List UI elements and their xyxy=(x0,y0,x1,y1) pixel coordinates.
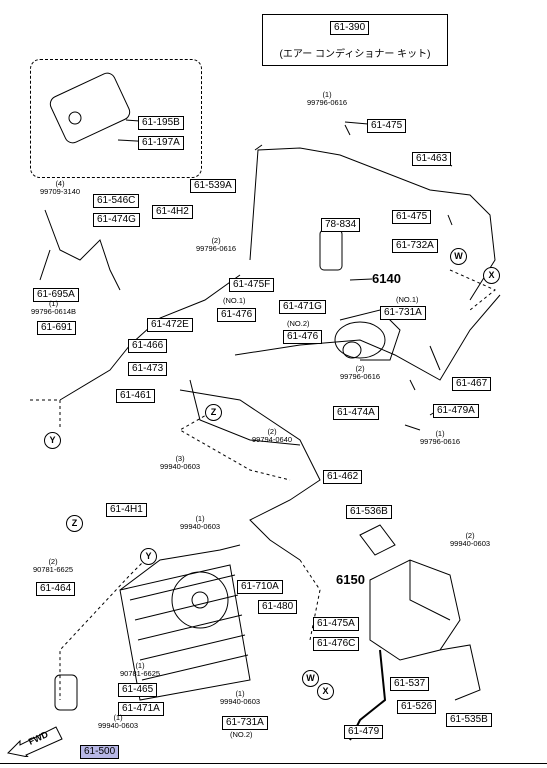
note-1-f: (1)99796-0616 xyxy=(420,429,461,446)
bottom-rule xyxy=(0,763,547,764)
label-61-463[interactable]: 61-463 xyxy=(412,152,452,166)
section-6140[interactable]: 6140 xyxy=(372,271,401,286)
label-61-479[interactable]: 61-479 xyxy=(344,725,384,739)
ref-z-bottom: Z xyxy=(66,515,83,532)
kit-part-number[interactable]: 61-390 xyxy=(330,21,370,35)
label-61-710A[interactable]: 61-710A xyxy=(237,580,283,594)
label-61-536B[interactable]: 61-536B xyxy=(346,505,392,519)
note-1-k: (1)99940-0603 xyxy=(98,713,139,730)
kit-description: (エアー コンディショナー キット) xyxy=(279,49,431,60)
label-61-695A[interactable]: 61-695A xyxy=(33,288,79,302)
label-61-476-a[interactable]: 61-476 xyxy=(217,308,257,322)
label-61-461[interactable]: 61-461 xyxy=(116,389,156,403)
note-2-d: (2)99796-0616 xyxy=(340,364,381,381)
label-61-195B[interactable]: 61-195B xyxy=(138,116,184,130)
note-1-l: (1)99940-0603 xyxy=(220,689,261,706)
note-no1-a: (NO.1) xyxy=(223,296,246,305)
kit-box: 61-390 (エアー コンディショナー キット) xyxy=(262,14,448,66)
compressor-body xyxy=(334,321,386,359)
pipe-61-467 xyxy=(234,294,501,381)
label-61-475-top[interactable]: 61-475 xyxy=(367,119,407,133)
inset-detail xyxy=(30,59,202,178)
receiver-drier xyxy=(319,229,343,271)
label-61-475-right[interactable]: 61-475 xyxy=(392,210,432,224)
label-61-537[interactable]: 61-537 xyxy=(390,677,430,691)
label-61-472E[interactable]: 61-472E xyxy=(147,318,193,332)
label-61-473[interactable]: 61-473 xyxy=(128,362,168,376)
note-4: (4)99709-3140 xyxy=(40,179,81,196)
label-61-462[interactable]: 61-462 xyxy=(323,470,363,484)
label-61-535B[interactable]: 61-535B xyxy=(446,713,492,727)
ref-z-mid: Z xyxy=(205,404,222,421)
label-61-526[interactable]: 61-526 xyxy=(397,700,437,714)
label-61-479A[interactable]: 61-479A xyxy=(433,404,479,418)
label-61-732A[interactable]: 61-732A xyxy=(392,239,438,253)
ref-w-top: W xyxy=(450,248,467,265)
note-no2-b: (NO.2) xyxy=(230,730,253,739)
ref-w-bottom: W xyxy=(302,670,319,687)
label-61-539A[interactable]: 61-539A xyxy=(190,179,236,193)
evaporator-unit xyxy=(369,559,461,661)
note-no2: (NO.2) xyxy=(287,319,310,328)
note-3: (3)99940-0603 xyxy=(160,454,201,471)
note-2-h: (2)99940-0603 xyxy=(450,531,491,548)
note-1-top: (1)99796-0616 xyxy=(307,90,348,107)
ref-y-left: Y xyxy=(44,432,61,449)
note-2-e: (2)99794-0640 xyxy=(252,427,293,444)
ref-x-bottom: X xyxy=(317,683,334,700)
pipe-61-463 xyxy=(249,147,496,301)
label-61-471G[interactable]: 61-471G xyxy=(279,300,326,314)
pipe-61-462 xyxy=(179,389,321,561)
label-61-475A[interactable]: 61-475A xyxy=(313,617,359,631)
note-1-j: (1)90781-6625 xyxy=(120,661,161,678)
label-61-480[interactable]: 61-480 xyxy=(258,600,298,614)
note-1-c: (1)99796-0614B xyxy=(31,299,77,316)
label-78-834[interactable]: 78-834 xyxy=(321,218,361,232)
label-61-465[interactable]: 61-465 xyxy=(118,683,158,697)
note-1-g: (1)99940-0603 xyxy=(180,514,221,531)
label-61-197A[interactable]: 61-197A xyxy=(138,136,184,150)
label-61-466[interactable]: 61-466 xyxy=(128,339,168,353)
label-61-464[interactable]: 61-464 xyxy=(36,582,76,596)
label-61-4H1[interactable]: 61-4H1 xyxy=(106,503,147,517)
label-61-475F[interactable]: 61-475F xyxy=(229,278,275,292)
pipe-61-466 xyxy=(59,274,241,401)
condenser xyxy=(119,564,251,701)
label-61-500[interactable]: 61-500 xyxy=(80,745,120,759)
ref-y-bottom: Y xyxy=(140,548,157,565)
ref-x-top: X xyxy=(483,267,500,284)
label-61-471A[interactable]: 61-471A xyxy=(118,702,164,716)
label-61-476-b[interactable]: 61-476 xyxy=(283,330,323,344)
duct-61-536B xyxy=(359,524,396,556)
label-61-546C[interactable]: 61-546C xyxy=(93,194,140,208)
fwd-arrow-icon xyxy=(6,726,63,757)
label-61-474A[interactable]: 61-474A xyxy=(333,406,379,420)
label-61-731A-b[interactable]: 61-731A xyxy=(222,716,268,730)
label-61-691[interactable]: 61-691 xyxy=(37,321,77,335)
accumulator-61-500 xyxy=(54,674,78,711)
label-61-474G[interactable]: 61-474G xyxy=(93,213,140,227)
label-61-731A[interactable]: 61-731A xyxy=(380,306,426,320)
label-61-4H2[interactable]: 61-4H2 xyxy=(152,205,193,219)
label-61-476C[interactable]: 61-476C xyxy=(313,637,360,651)
section-6150[interactable]: 6150 xyxy=(336,572,365,587)
fwd-arrow: FWD xyxy=(6,723,66,757)
note-2-a: (2)99796-0616 xyxy=(196,236,237,253)
condenser-fan xyxy=(171,571,229,629)
label-61-467[interactable]: 61-467 xyxy=(452,377,492,391)
note-no1-b: (NO.1) xyxy=(396,295,419,304)
note-2-i: (2)90781-6625 xyxy=(33,557,74,574)
